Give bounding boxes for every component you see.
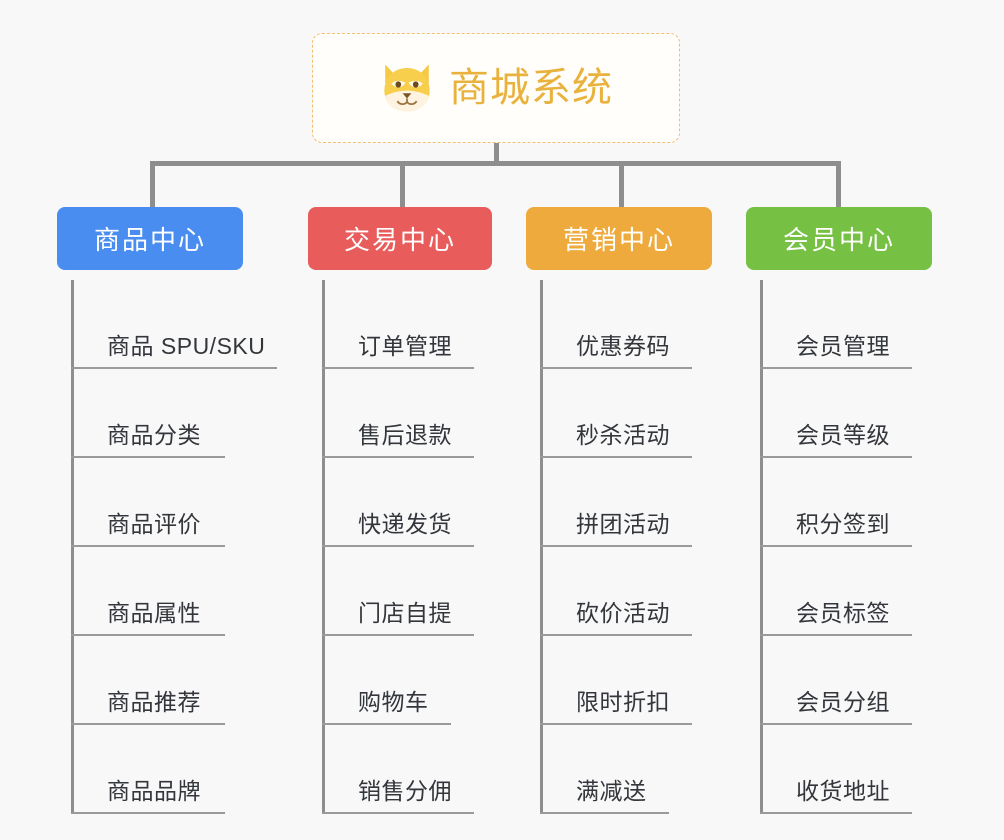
leaf-rule bbox=[760, 367, 912, 369]
shiba-dog-face-icon bbox=[384, 64, 430, 112]
leaf-list-1: 商品 SPU/SKU 商品分类 商品评价 商品属性 商品推荐 商品品牌 bbox=[71, 280, 277, 814]
leaf-rule bbox=[540, 723, 692, 725]
connector-drop-2 bbox=[400, 161, 405, 207]
list-item[interactable]: 商品 SPU/SKU bbox=[71, 280, 277, 369]
leaf-label: 商品属性 bbox=[107, 600, 201, 626]
leaf-label: 商品 SPU/SKU bbox=[107, 333, 266, 359]
leaf-rule bbox=[322, 456, 474, 458]
category-header-1-label: 商品中心 bbox=[93, 225, 206, 255]
leaf-list-4: 会员管理 会员等级 积分签到 会员标签 会员分组 收货地址 bbox=[760, 280, 932, 814]
leaf-label: 商品分类 bbox=[107, 422, 201, 448]
list-item[interactable]: 商品属性 bbox=[71, 547, 243, 636]
leaf-label: 订单管理 bbox=[358, 333, 452, 359]
leaf-label: 拼团活动 bbox=[576, 511, 670, 537]
category-column-2: 交易中心 订单管理 售后退款 快递发货 门店自提 购物车 bbox=[308, 207, 492, 814]
category-header-1[interactable]: 商品中心 bbox=[57, 207, 243, 270]
leaf-rule bbox=[71, 812, 225, 814]
list-item[interactable]: 拼团活动 bbox=[540, 458, 712, 547]
leaf-label: 会员标签 bbox=[796, 600, 890, 626]
connector-root-stem bbox=[494, 143, 499, 164]
list-item[interactable]: 门店自提 bbox=[322, 547, 492, 636]
leaf-label: 快递发货 bbox=[358, 511, 452, 537]
category-column-4: 会员中心 会员管理 会员等级 积分签到 会员标签 会员分组 bbox=[746, 207, 932, 814]
leaf-label: 优惠券码 bbox=[576, 333, 670, 359]
leaf-label: 售后退款 bbox=[358, 422, 452, 448]
leaf-rule bbox=[540, 545, 692, 547]
leaf-rule bbox=[760, 634, 912, 636]
leaf-rule bbox=[760, 812, 912, 814]
list-item[interactable]: 优惠券码 bbox=[540, 280, 712, 369]
leaf-label: 限时折扣 bbox=[576, 689, 670, 715]
leaf-label: 会员等级 bbox=[796, 422, 890, 448]
leaf-list-3: 优惠券码 秒杀活动 拼团活动 砍价活动 限时折扣 满减送 bbox=[540, 280, 712, 814]
leaf-rule bbox=[540, 812, 669, 814]
leaf-rule bbox=[540, 456, 692, 458]
list-item[interactable]: 快递发货 bbox=[322, 458, 492, 547]
list-item[interactable]: 会员等级 bbox=[760, 369, 932, 458]
connector-drop-3 bbox=[619, 161, 624, 207]
list-item[interactable]: 满减送 bbox=[540, 725, 712, 814]
category-header-2-label: 交易中心 bbox=[343, 225, 456, 255]
category-column-3: 营销中心 优惠券码 秒杀活动 拼团活动 砍价活动 限时折扣 bbox=[526, 207, 712, 814]
list-item[interactable]: 购物车 bbox=[322, 636, 492, 725]
leaf-rule bbox=[322, 367, 474, 369]
leaf-rule bbox=[760, 456, 912, 458]
leaf-rule bbox=[71, 723, 225, 725]
leaf-label: 销售分佣 bbox=[358, 778, 452, 804]
leaf-label: 满减送 bbox=[576, 778, 647, 804]
category-header-4[interactable]: 会员中心 bbox=[746, 207, 932, 270]
category-header-3-label: 营销中心 bbox=[562, 225, 675, 255]
leaf-label: 会员分组 bbox=[796, 689, 890, 715]
list-item[interactable]: 收货地址 bbox=[760, 725, 932, 814]
leaf-label: 门店自提 bbox=[358, 600, 452, 626]
list-item[interactable]: 商品推荐 bbox=[71, 636, 243, 725]
leaf-label: 会员管理 bbox=[796, 333, 890, 359]
leaf-rule bbox=[71, 634, 225, 636]
leaf-rule bbox=[71, 545, 225, 547]
category-header-3[interactable]: 营销中心 bbox=[526, 207, 712, 270]
leaf-label: 砍价活动 bbox=[576, 600, 670, 626]
leaf-rule bbox=[540, 634, 692, 636]
list-item[interactable]: 会员标签 bbox=[760, 547, 932, 636]
leaf-label: 商品品牌 bbox=[107, 778, 201, 804]
leaf-label: 商品评价 bbox=[107, 511, 201, 537]
leaf-rule bbox=[760, 723, 912, 725]
leaf-rule bbox=[71, 367, 277, 369]
root-node-shop-system[interactable]: 商城系统 bbox=[312, 33, 680, 143]
list-item[interactable]: 限时折扣 bbox=[540, 636, 712, 725]
list-item[interactable]: 会员分组 bbox=[760, 636, 932, 725]
leaf-label: 积分签到 bbox=[796, 511, 890, 537]
leaf-label: 收货地址 bbox=[796, 778, 890, 804]
list-item[interactable]: 商品评价 bbox=[71, 458, 243, 547]
leaf-rule bbox=[322, 723, 451, 725]
list-item[interactable]: 商品分类 bbox=[71, 369, 243, 458]
list-item[interactable]: 商品品牌 bbox=[71, 725, 243, 814]
root-node-label: 商城系统 bbox=[449, 66, 613, 110]
category-column-1: 商品中心 商品 SPU/SKU 商品分类 商品评价 商品属性 商品推荐 bbox=[57, 207, 277, 814]
list-item[interactable]: 订单管理 bbox=[322, 280, 492, 369]
list-item[interactable]: 积分签到 bbox=[760, 458, 932, 547]
leaf-rule bbox=[760, 545, 912, 547]
leaf-rule bbox=[322, 812, 474, 814]
leaf-rule bbox=[322, 545, 474, 547]
list-item[interactable]: 会员管理 bbox=[760, 280, 932, 369]
leaf-label: 秒杀活动 bbox=[576, 422, 670, 448]
leaf-rule bbox=[540, 367, 692, 369]
connector-drop-1 bbox=[150, 161, 155, 207]
connector-drop-4 bbox=[836, 161, 841, 207]
leaf-rule bbox=[71, 456, 225, 458]
leaf-list-2: 订单管理 售后退款 快递发货 门店自提 购物车 销售分佣 bbox=[322, 280, 492, 814]
leaf-label: 商品推荐 bbox=[107, 689, 201, 715]
leaf-label: 购物车 bbox=[358, 689, 429, 715]
category-header-2[interactable]: 交易中心 bbox=[308, 207, 492, 270]
list-item[interactable]: 销售分佣 bbox=[322, 725, 492, 814]
connector-horizontal-bus bbox=[150, 161, 841, 166]
list-item[interactable]: 售后退款 bbox=[322, 369, 492, 458]
list-item[interactable]: 秒杀活动 bbox=[540, 369, 712, 458]
leaf-rule bbox=[322, 634, 474, 636]
list-item[interactable]: 砍价活动 bbox=[540, 547, 712, 636]
category-header-4-label: 会员中心 bbox=[782, 225, 895, 255]
